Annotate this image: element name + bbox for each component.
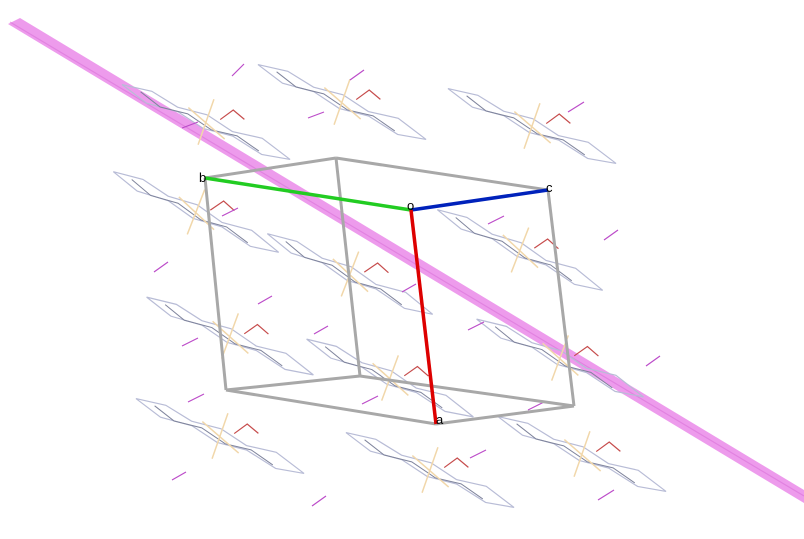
- c-axis-label: c: [546, 180, 553, 195]
- molecule: [436, 209, 604, 291]
- molecule: [135, 397, 305, 475]
- molecule: [497, 415, 667, 493]
- molecules-layer: [112, 63, 667, 509]
- b-axis-line: [204, 176, 412, 212]
- origin-label: o: [407, 198, 414, 213]
- molecule-purple-bonds: [153, 63, 661, 507]
- plane-edge: [9, 21, 804, 497]
- cell-edge: [335, 156, 549, 192]
- cell-edge: [334, 157, 362, 377]
- cell-edge: [435, 404, 575, 426]
- cell-edge: [225, 374, 361, 392]
- cell-edge: [225, 388, 437, 426]
- cell-edge: [204, 156, 337, 180]
- molecule: [447, 87, 617, 165]
- unit-cell-axes: b o c a: [199, 170, 553, 427]
- molecule: [306, 338, 474, 418]
- cell-edge: [546, 189, 576, 407]
- molecule: [345, 431, 515, 509]
- molecule: [146, 296, 314, 376]
- plane-band: [8, 18, 804, 503]
- lattice-plane: [8, 18, 804, 503]
- molecule: [121, 83, 291, 161]
- molecule: [112, 171, 280, 253]
- c-axis-line: [410, 188, 549, 212]
- a-axis-label: a: [436, 412, 444, 427]
- b-axis-label: b: [199, 170, 206, 185]
- cell-edge: [203, 177, 228, 391]
- cell-edge: [359, 374, 575, 408]
- a-axis-line: [409, 209, 438, 425]
- unit-cell: [203, 156, 576, 426]
- molecule: [257, 63, 427, 141]
